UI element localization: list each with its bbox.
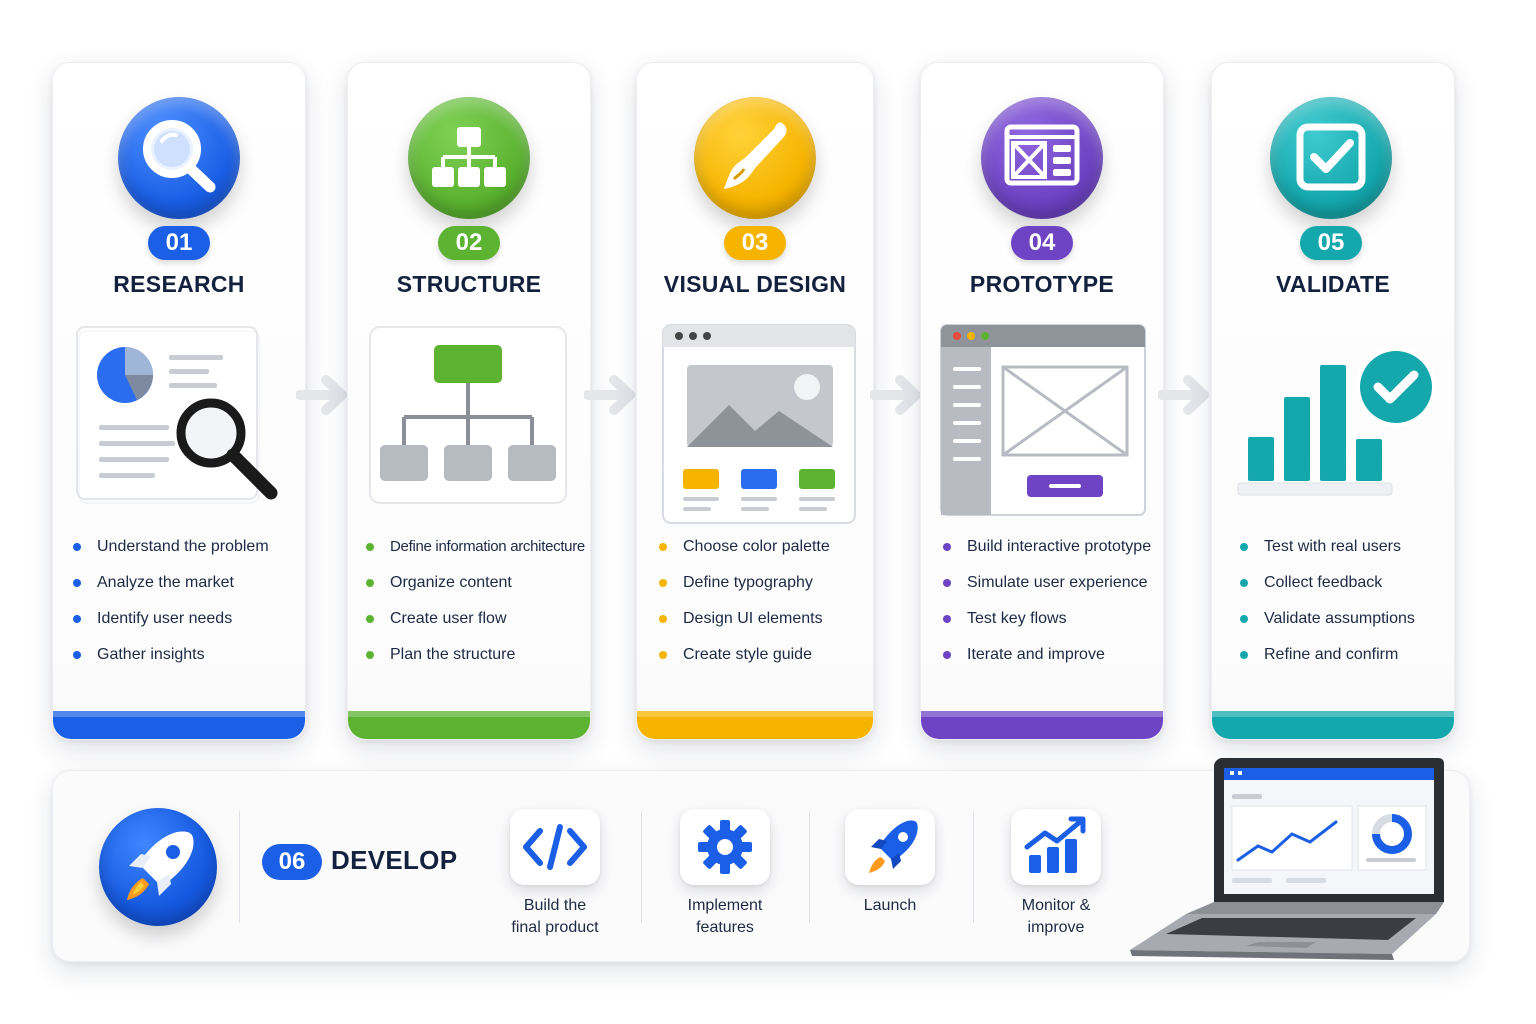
task-label: Build the final product — [511, 897, 599, 936]
gear-icon — [680, 809, 770, 885]
validation-chart-illustration — [1237, 347, 1436, 496]
step-card-structure: 02 STRUCTURE Define information architec… — [347, 62, 591, 740]
step-card-prototype: 04 PROTOTYPE Build interactive prototype… — [920, 62, 1164, 740]
step-title: STRUCTURE — [396, 271, 542, 297]
step-bullet-list: Define information architecture Organize… — [366, 537, 585, 681]
list-item: Plan the structure — [366, 645, 585, 681]
step-title: VALIDATE — [1276, 271, 1390, 297]
list-item: Create style guide — [659, 645, 830, 681]
task-label: Monitor & improve — [1021, 897, 1091, 936]
magnifier-icon — [118, 97, 240, 219]
list-item: Define typography — [659, 573, 830, 609]
list-item: Design UI elements — [659, 609, 830, 645]
step-number-badge: 03 — [724, 226, 786, 260]
list-item: Analyze the market — [73, 573, 269, 609]
step-number-badge: 01 — [148, 226, 210, 260]
step-card-visual-design: 03 VISUAL DESIGN Choose color palette De… — [636, 62, 874, 740]
rocket-icon — [99, 808, 217, 926]
step-bullet-list: Build interactive prototype Simulate use… — [943, 537, 1151, 681]
arrow-right-icon — [1158, 375, 1209, 415]
list-item: Collect feedback — [1240, 573, 1415, 609]
divider — [809, 811, 810, 923]
divider — [239, 811, 240, 923]
arrow-right-icon — [584, 375, 635, 415]
list-item: Create user flow — [366, 609, 585, 645]
step-number-badge: 04 — [1011, 226, 1073, 260]
arrow-right-icon — [296, 375, 347, 415]
step-title: DEVELOP — [331, 845, 458, 875]
rocket-icon — [845, 809, 935, 885]
step-color-bar — [1212, 711, 1454, 739]
step-card-research: 01 RESEARCH Understand the problem Analy… — [52, 62, 306, 740]
step-bullet-list: Understand the problem Analyze the marke… — [73, 537, 269, 681]
code-icon — [510, 809, 600, 885]
step-title: RESEARCH — [113, 271, 245, 297]
task-label: Implement features — [687, 897, 763, 936]
sitemap-icon — [408, 97, 530, 219]
wireframe-illustration — [940, 324, 1146, 516]
list-item: Define information architecture — [366, 537, 585, 573]
list-item: Iterate and improve — [943, 645, 1151, 681]
divider — [973, 811, 974, 923]
step-number-badge: 05 — [1300, 226, 1362, 260]
paintbrush-icon — [694, 97, 816, 219]
list-item: Gather insights — [73, 645, 269, 681]
sitemap-illustration — [369, 326, 567, 504]
list-item: Identify user needs — [73, 609, 269, 645]
task-label: Launch — [863, 897, 917, 914]
step-title: PROTOTYPE — [969, 271, 1115, 297]
step-color-bar — [637, 711, 873, 739]
step-bullet-list: Test with real users Collect feedback Va… — [1240, 537, 1415, 681]
step-number-badge: 06 — [262, 844, 322, 880]
ui-mockup-illustration — [662, 324, 856, 524]
list-item: Test key flows — [943, 609, 1151, 645]
step-color-bar — [348, 711, 590, 739]
arrow-right-icon — [870, 375, 921, 415]
list-item: Validate assumptions — [1240, 609, 1415, 645]
step-bullet-list: Choose color palette Define typography D… — [659, 537, 830, 681]
list-item: Understand the problem — [73, 537, 269, 573]
list-item: Choose color palette — [659, 537, 830, 573]
step-color-bar — [921, 711, 1163, 739]
list-item: Organize content — [366, 573, 585, 609]
list-item: Build interactive prototype — [943, 537, 1151, 573]
laptop-dashboard-illustration — [1130, 758, 1444, 960]
wireframe-icon — [981, 97, 1103, 219]
step-title: VISUAL DESIGN — [663, 271, 847, 297]
growth-chart-icon — [1011, 809, 1101, 885]
step-card-validate: 05 VALIDATE Test with real users Collect… — [1211, 62, 1455, 740]
research-report-illustration — [76, 326, 278, 504]
divider — [641, 811, 642, 923]
list-item: Refine and confirm — [1240, 645, 1415, 681]
list-item: Simulate user experience — [943, 573, 1151, 609]
step-color-bar — [53, 711, 305, 739]
checkbox-icon — [1270, 97, 1392, 219]
list-item: Test with real users — [1240, 537, 1415, 573]
step-number-badge: 02 — [438, 226, 500, 260]
